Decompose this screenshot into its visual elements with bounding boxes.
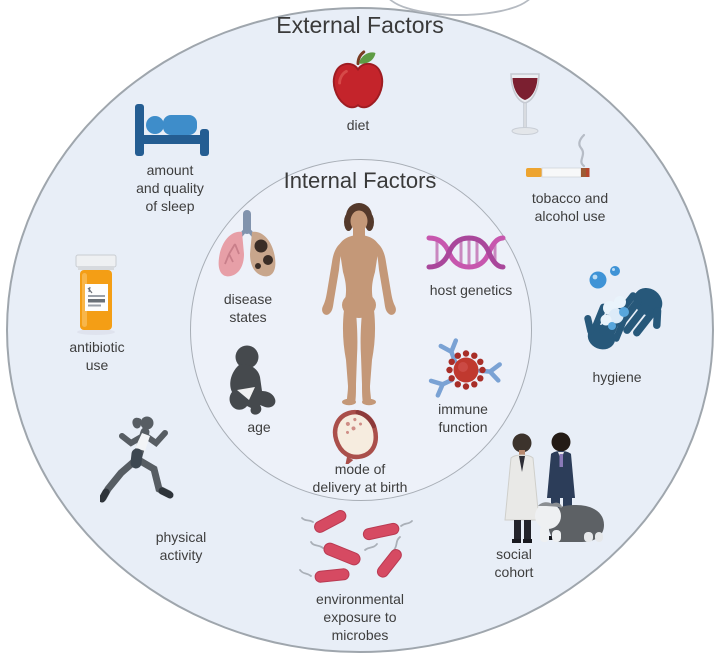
label-physical-activity: physical activity [155, 529, 207, 563]
label-environmental-exposure: environmental exposure to microbes [316, 591, 404, 643]
human-body-icon [299, 200, 419, 410]
runner-icon [100, 412, 182, 526]
hand-washing-icon [576, 264, 672, 366]
cigarette-icon [524, 128, 602, 182]
internal-factors-title: Internal Factors [283, 168, 437, 193]
label-disease-states: disease states [223, 291, 273, 325]
label-tobacco-alcohol: tobacco and alcohol use [531, 190, 609, 224]
fetus-icon [327, 408, 385, 464]
external-factors-title: External Factors [276, 12, 444, 38]
label-hygiene: hygiene [592, 369, 642, 385]
label-diet: diet [346, 117, 370, 133]
apple-icon [327, 50, 389, 114]
pill-bottle-icon [68, 253, 124, 337]
bacteria-icon [299, 508, 415, 592]
lungs-icon [215, 208, 279, 282]
label-social-cohort: social cohort [494, 546, 534, 580]
wine-glass-icon [505, 72, 545, 142]
label-immune-function: immune function [438, 401, 488, 435]
dna-icon [424, 231, 508, 275]
baby-icon [224, 344, 282, 416]
label-mode-of-delivery: mode of delivery at birth [312, 461, 408, 495]
virus-antibody-icon [424, 336, 508, 402]
people-with-dog-icon [496, 430, 612, 554]
bed-icon [130, 102, 214, 158]
label-antibiotic-use: antibiotic use [69, 339, 125, 373]
label-host-genetics: host genetics [429, 282, 513, 298]
label-age: age [247, 419, 271, 435]
label-sleep: amount and quality of sleep [136, 162, 204, 214]
